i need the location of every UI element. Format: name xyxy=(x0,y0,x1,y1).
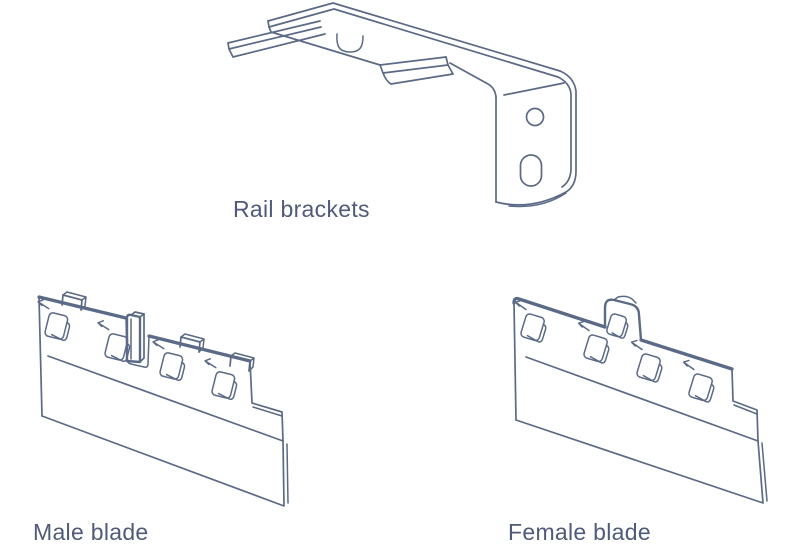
female-blade-illustration xyxy=(512,295,768,504)
male-blade-label: Male blade xyxy=(33,519,149,545)
male-blade-figure xyxy=(25,280,295,520)
oval-slot xyxy=(519,154,543,187)
punched-clip xyxy=(514,299,547,343)
bracket-vertical-leg xyxy=(495,70,577,208)
punched-clips xyxy=(37,299,238,400)
female-blade-outline xyxy=(512,296,768,504)
female-blade-figure xyxy=(505,280,775,520)
top-edge-tabs xyxy=(61,291,255,372)
male-blade-illustration xyxy=(37,291,289,507)
punched-clips xyxy=(514,299,715,403)
rail-brackets-figure xyxy=(215,0,585,215)
punched-clip xyxy=(577,320,610,364)
punched-clip xyxy=(682,359,715,403)
rail-brackets-illustration xyxy=(227,2,577,208)
male-blade-outline xyxy=(37,295,289,507)
punched-clip xyxy=(204,358,238,400)
male-connector-tab xyxy=(125,311,145,364)
punched-clip xyxy=(630,339,663,383)
punched-clip xyxy=(37,299,71,341)
rail-brackets-label: Rail brackets xyxy=(233,196,370,222)
punched-clip xyxy=(606,313,629,339)
bracket-top-face xyxy=(227,2,561,98)
round-hole xyxy=(525,107,545,127)
female-blade-label: Female blade xyxy=(508,519,651,545)
female-connector-slot-tab xyxy=(603,295,643,342)
punched-clip xyxy=(97,320,131,362)
punched-clip xyxy=(152,339,186,381)
